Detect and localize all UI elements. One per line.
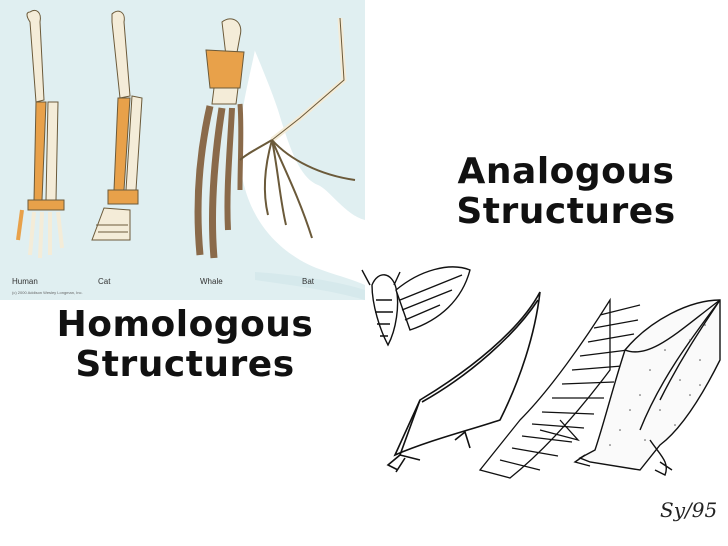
- bird-wing-drawing: [478, 297, 641, 479]
- human-arm: [16, 9, 65, 259]
- homologous-title: Homologous Structures: [40, 305, 330, 385]
- homologous-limb-panel: Human Cat Whale Bat (c) 2000 Addison Wes…: [0, 0, 365, 300]
- panel-background-right: [0, 0, 365, 220]
- cat-label: Cat: [98, 277, 111, 286]
- panel-background-main: [0, 0, 365, 300]
- analogous-title-line2: Structures: [456, 191, 676, 232]
- moth-drawing: [361, 266, 471, 347]
- bat-wing: [239, 17, 356, 239]
- human-label: Human: [12, 277, 38, 286]
- whale-label: Whale: [200, 277, 223, 286]
- copyright-credit: (c) 2000 Addison Wesley Longman, Inc.: [12, 290, 83, 295]
- analogous-title-line1: Analogous: [457, 151, 675, 192]
- homologous-limbs-illustration: Human Cat Whale Bat (c) 2000 Addison Wes…: [0, 0, 365, 300]
- bat-wing-drawing: [573, 299, 721, 476]
- whale-flipper: [194, 18, 245, 259]
- pterosaur-wing-drawing: [386, 291, 541, 473]
- analogous-title: Analogous Structures: [436, 152, 696, 232]
- artist-signature: Sy/95: [660, 498, 718, 522]
- homologous-title-line2: Structures: [75, 344, 295, 385]
- cat-leg: [91, 10, 143, 241]
- homologous-title-line1: Homologous: [56, 304, 314, 345]
- bat-label: Bat: [302, 277, 315, 286]
